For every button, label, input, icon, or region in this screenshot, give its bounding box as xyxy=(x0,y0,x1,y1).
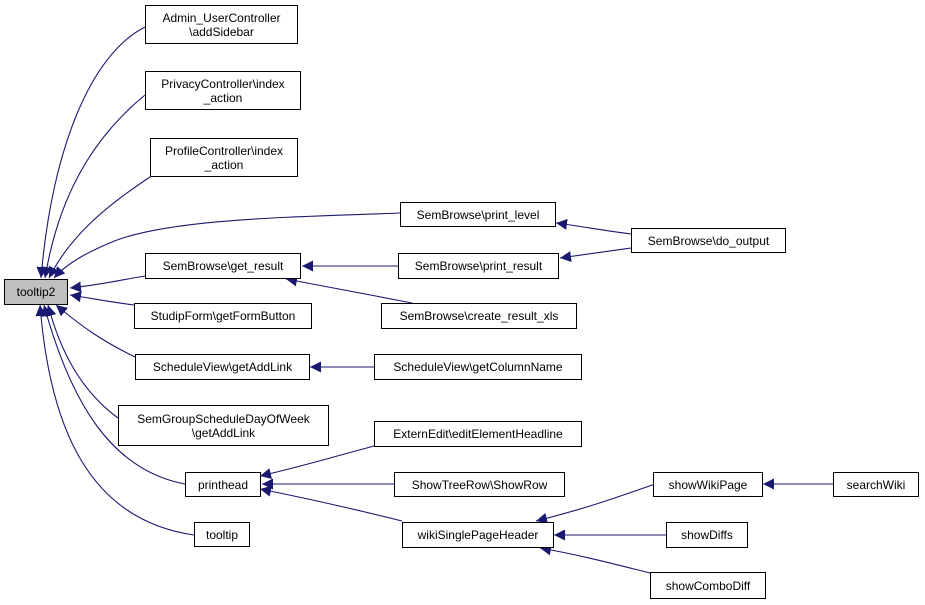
node-sembrowse-do-output[interactable]: SemBrowse\do_output xyxy=(631,228,786,253)
node-wikisinglepageheader-label: wikiSinglePageHeader xyxy=(417,528,539,542)
node-sembrowse-get-result[interactable]: SemBrowse\get_result xyxy=(145,253,301,279)
node-semgroupscheduledayofweek-getaddlink-label: SemGroupScheduleDayOfWeek \getAddLink xyxy=(137,411,310,440)
node-showcombodiff[interactable]: showComboDiff xyxy=(650,572,766,599)
edge-dooutput-to-printlevel xyxy=(555,218,632,235)
node-semgroupscheduledayofweek-getaddlink[interactable]: SemGroupScheduleDayOfWeek \getAddLink xyxy=(118,405,329,446)
node-profilecontroller-index-action-label: ProfileController\index _action xyxy=(164,143,284,172)
edge-wikiheader-to-printhead xyxy=(259,485,403,522)
node-showcombodiff-label: showComboDiff xyxy=(665,578,751,593)
node-tooltip2[interactable]: tooltip2 xyxy=(4,279,68,305)
edge-schedule-to-tooltip2 xyxy=(55,304,136,358)
node-admin-usercontroller-addsidebar[interactable]: Admin_UserController \addSidebar xyxy=(145,5,298,44)
node-scheduleview-getaddlink[interactable]: ScheduleView\getAddLink xyxy=(135,354,310,380)
node-sembrowse-create-result-xls-label: SemBrowse\create_result_xls xyxy=(399,309,559,323)
node-showwikipage[interactable]: showWikiPage xyxy=(653,472,763,497)
node-sembrowse-print-level[interactable]: SemBrowse\print_level xyxy=(400,202,556,227)
node-sembrowse-print-result[interactable]: SemBrowse\print_result xyxy=(398,253,559,279)
node-scheduleview-getcolumnname-label: ScheduleView\getColumnName xyxy=(393,360,563,374)
node-wikisinglepageheader[interactable]: wikiSinglePageHeader xyxy=(402,522,554,548)
edge-showwikipage-to-wikiheader xyxy=(535,483,656,524)
edge-printlevel-to-tooltip2 xyxy=(53,212,401,279)
node-scheduleview-getcolumnname[interactable]: ScheduleView\getColumnName xyxy=(374,354,582,380)
node-tooltip-label: tooltip xyxy=(205,527,239,542)
edge-studip-to-tooltip2 xyxy=(69,291,135,306)
node-showtreerow-showrow-label: ShowTreeRow\ShowRow xyxy=(411,477,548,492)
node-printhead-label: printhead xyxy=(197,477,249,492)
node-showtreerow-showrow[interactable]: ShowTreeRow\ShowRow xyxy=(394,472,565,497)
node-externedit-editelementheadline[interactable]: ExternEdit\editElementHeadline xyxy=(374,421,582,447)
node-externedit-editelementheadline-label: ExternEdit\editElementHeadline xyxy=(393,427,563,441)
edge-showcombodiff-to-wikiheader xyxy=(539,544,651,574)
node-privacycontroller-index-action[interactable]: PrivacyController\index _action xyxy=(145,71,301,110)
edge-externedit-to-printhead xyxy=(259,445,375,479)
node-sembrowse-print-level-label: SemBrowse\print_level xyxy=(416,207,540,222)
node-sembrowse-get-result-label: SemBrowse\get_result xyxy=(162,259,284,273)
node-scheduleview-getaddlink-label: ScheduleView\getAddLink xyxy=(152,360,293,374)
node-studipform-getformbutton-label: StudipForm\getFormButton xyxy=(150,309,296,323)
node-sembrowse-print-result-label: SemBrowse\print_result xyxy=(414,259,543,273)
edge-admin-to-tooltip2 xyxy=(36,26,146,279)
node-sembrowse-do-output-label: SemBrowse\do_output xyxy=(647,233,770,248)
edge-privacy-to-tooltip2 xyxy=(41,94,146,279)
node-profilecontroller-index-action[interactable]: ProfileController\index _action xyxy=(150,138,298,177)
edge-dooutput-to-printresult xyxy=(559,247,632,262)
node-tooltip2-label: tooltip2 xyxy=(16,285,56,299)
node-showdiffs[interactable]: showDiffs xyxy=(666,522,748,548)
node-admin-usercontroller-addsidebar-label: Admin_UserController \addSidebar xyxy=(162,10,281,39)
edge-semgroup-to-tooltip2 xyxy=(45,304,119,419)
edge-printhead-to-tooltip2 xyxy=(41,304,186,485)
node-privacycontroller-index-action-label: PrivacyController\index _action xyxy=(161,76,285,105)
node-searchwiki[interactable]: searchWiki xyxy=(833,472,919,497)
node-studipform-getformbutton[interactable]: StudipForm\getFormButton xyxy=(134,303,312,329)
node-printhead[interactable]: printhead xyxy=(185,472,261,497)
edge-getresult-to-tooltip2 xyxy=(69,275,146,293)
edge-tooltip-to-tooltip2 xyxy=(35,304,195,536)
node-searchwiki-label: searchWiki xyxy=(846,477,906,492)
node-showdiffs-label: showDiffs xyxy=(681,528,733,542)
node-sembrowse-create-result-xls[interactable]: SemBrowse\create_result_xls xyxy=(381,303,577,329)
node-tooltip[interactable]: tooltip xyxy=(194,522,250,547)
edge-profile-to-tooltip2 xyxy=(48,176,151,279)
edge-createxls-to-getresult xyxy=(285,275,413,304)
node-showwikipage-label: showWikiPage xyxy=(668,477,748,492)
